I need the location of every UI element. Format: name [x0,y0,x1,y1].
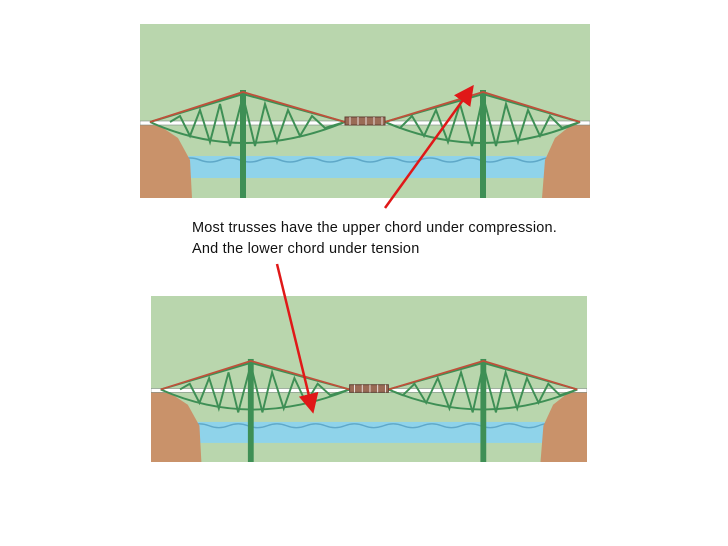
right-cliff [540,389,587,462]
cantilever-bridge-drawing-top [140,90,590,198]
central-span-struts [349,117,383,125]
bridge-illustration-bottom [151,296,587,462]
left-cliff [140,124,192,198]
central-span [344,116,386,126]
right-upper-chord [388,359,578,391]
central-span [349,384,389,393]
bridge-illustration-top [140,24,590,198]
caption-line-tension: And the lower chord under tension [192,241,420,257]
caption: Most trusses have the upper chord under … [192,218,557,260]
right-cliff [542,122,590,198]
left-upper-chord [160,359,350,391]
central-span-struts [354,384,386,393]
left-upper-chord [149,91,346,123]
left-tower [247,358,254,462]
left-cliff [151,391,202,462]
left-truss [160,361,350,413]
left-truss [149,92,346,147]
left-tower [240,90,246,198]
cantilever-bridge-drawing-bottom [151,358,587,462]
caption-line-compression: Most trusses have the upper chord under … [192,220,558,236]
